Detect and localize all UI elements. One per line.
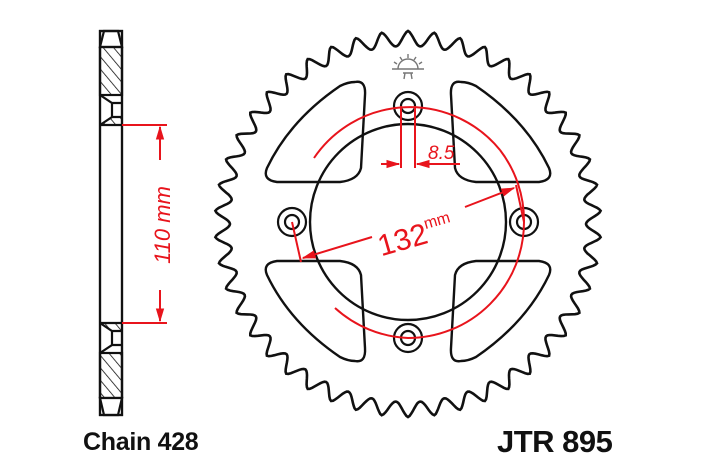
part-number-label: JTR 895 <box>497 424 613 459</box>
cutout-top-right <box>449 80 552 184</box>
bolt-hole-top <box>392 90 424 122</box>
lightening-cutouts <box>264 80 552 363</box>
profile-top-rim-hatch <box>98 45 124 97</box>
cutout-bottom-left <box>264 259 367 363</box>
side-profile-view <box>98 29 124 417</box>
profile-bottom-rim-hatch <box>98 351 124 400</box>
cutout-bottom-right <box>449 259 552 363</box>
cutout-top-left <box>264 80 367 184</box>
pcd-dimension <box>301 187 516 259</box>
pcd-label: 132 mm <box>374 209 452 264</box>
bolt-hole-left <box>276 206 308 238</box>
hub-height-dimension <box>122 124 167 324</box>
profile-top-tooth <box>98 29 124 49</box>
pcd-label-number: 132 <box>374 218 431 264</box>
pcd-label-unit: mm <box>422 209 452 233</box>
hub-height-label: 110 mm <box>150 186 175 264</box>
center-bore <box>308 122 508 322</box>
sprocket-teeth-outline <box>213 29 603 419</box>
bolt-hole-label: 8.5 <box>428 143 455 164</box>
pcd-circle <box>291 106 526 340</box>
bolt-hole-dimension <box>381 106 460 169</box>
chain-size-label: Chain 428 <box>83 428 199 456</box>
profile-bottom-notch <box>99 322 122 354</box>
profile-bottom-tooth <box>98 396 124 417</box>
jt-rising-sun-logo-icon <box>392 54 424 80</box>
sprocket-front-view: 132 mm 8.5 <box>213 29 603 419</box>
